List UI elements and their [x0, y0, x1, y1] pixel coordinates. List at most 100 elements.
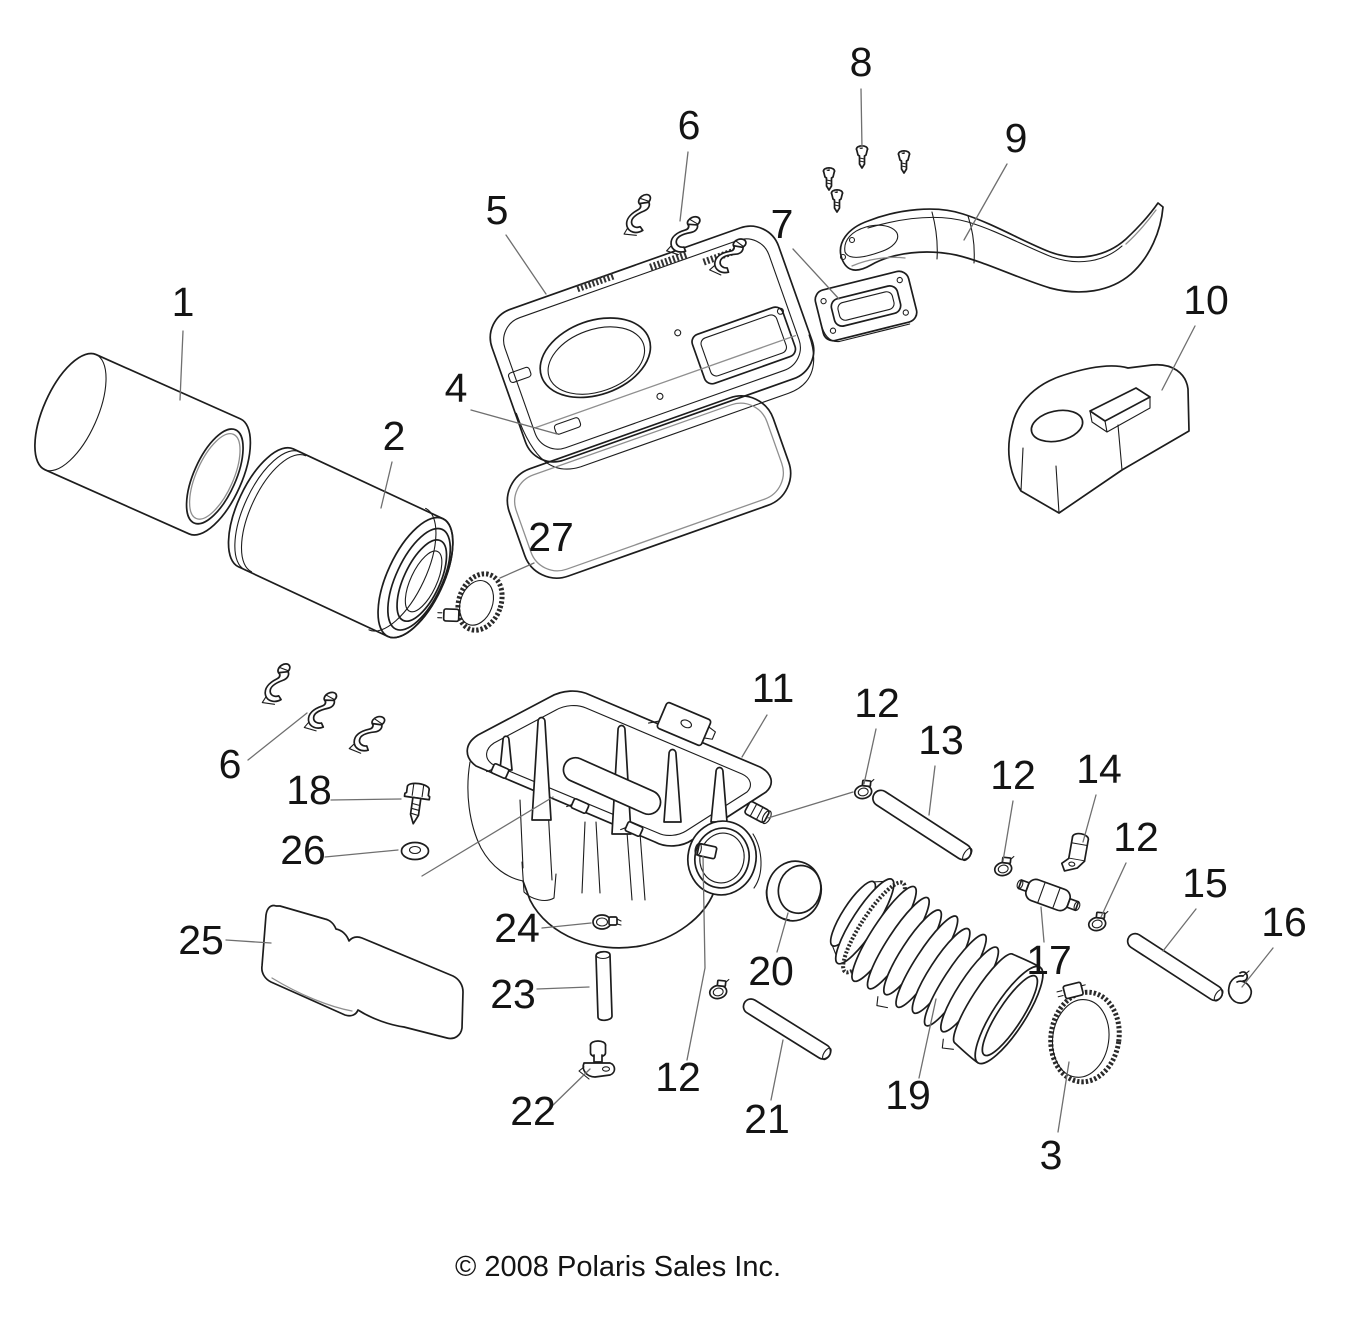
leader-line [918, 998, 937, 1079]
leader-line [179, 330, 184, 401]
leader-line [470, 409, 558, 435]
callout-number: 18 [286, 767, 332, 813]
leader-line [550, 1068, 591, 1108]
callout-number: 12 [655, 1054, 701, 1100]
callout-15: 15 [1162, 860, 1228, 952]
callout-7: 7 [771, 201, 840, 300]
callout-number: 2 [383, 413, 406, 459]
leader-line [1161, 325, 1196, 391]
callout-number: 7 [771, 201, 794, 247]
callout-11: 11 [741, 665, 795, 758]
callout-number: 19 [885, 1072, 931, 1118]
part-foam-pad [261, 904, 464, 1040]
part-box-seal [506, 395, 792, 579]
callout-number: 5 [486, 187, 509, 233]
callout-8: 8 [850, 39, 873, 149]
callout-23: 23 [490, 971, 590, 1017]
callout-5: 5 [486, 187, 547, 295]
leader-line [1100, 862, 1127, 918]
part-intake-boot [829, 878, 1044, 1065]
callout-number: 15 [1182, 860, 1228, 906]
callout-number: 27 [528, 514, 574, 560]
part-hose-15 [1126, 932, 1224, 1002]
part-air-filter [227, 446, 454, 639]
callout-number: 16 [1261, 899, 1307, 945]
callout-6-left: 6 [219, 712, 308, 787]
callout-number: 12 [990, 752, 1036, 798]
callout-number: 10 [1183, 277, 1229, 323]
part-drain-tube-23 [595, 950, 613, 1022]
leader-line [536, 986, 590, 990]
callout-10: 10 [1161, 277, 1229, 391]
leader-line [247, 712, 308, 761]
callout-6-top: 6 [678, 102, 701, 222]
callout-27: 27 [499, 514, 574, 579]
callout-number: 25 [178, 917, 224, 963]
part-clamp-27 [437, 571, 505, 633]
callout-4: 4 [445, 365, 558, 435]
leader-line [1002, 800, 1014, 862]
callout-2: 2 [380, 413, 406, 509]
callout-number: 17 [1026, 937, 1072, 983]
leader-line [499, 562, 535, 579]
callout-26: 26 [280, 827, 399, 873]
callout-number: 8 [850, 39, 873, 85]
leader-line [1241, 947, 1274, 988]
part-washer-26 [400, 841, 430, 861]
part-valve-17 [1016, 878, 1081, 912]
callout-12b: 12 [990, 752, 1036, 862]
callout-3: 3 [1040, 1061, 1070, 1178]
leader-line [776, 912, 789, 953]
leader-line [324, 849, 399, 858]
callout-number: 11 [752, 665, 795, 711]
part-foam-block [1007, 363, 1190, 514]
callouts: 1 2 27 4 5 6 8 9 [172, 39, 1307, 1178]
leader-line [1082, 794, 1097, 843]
callout-number: 6 [678, 102, 701, 148]
callout-number: 6 [219, 741, 242, 787]
callout-18: 18 [286, 767, 402, 813]
callout-number: 22 [510, 1088, 556, 1134]
callout-12a: 12 [854, 680, 900, 785]
leader-line [679, 151, 689, 222]
callout-1: 1 [172, 279, 195, 401]
leader-line [770, 1039, 784, 1101]
callout-13: 13 [918, 717, 964, 816]
part-hose-13 [872, 789, 973, 862]
part-airbox-base [466, 690, 773, 949]
callout-20: 20 [748, 912, 794, 994]
leader-line [1057, 1061, 1070, 1133]
assembly-reference-lines [421, 791, 854, 877]
callout-25: 25 [178, 917, 272, 963]
leader-line [505, 234, 547, 295]
leader-line [860, 88, 863, 149]
callout-number: 26 [280, 827, 326, 873]
leader-line [1162, 908, 1197, 952]
part-hose-21 [742, 998, 832, 1061]
leader-line [541, 922, 592, 929]
callout-9: 9 [963, 115, 1028, 241]
callout-number: 3 [1040, 1132, 1063, 1178]
callout-number: 20 [748, 948, 794, 994]
copyright-text: © 2008 Polaris Sales Inc. [455, 1251, 781, 1283]
callout-24: 24 [494, 905, 592, 951]
leader-line [928, 765, 936, 816]
leader-line [686, 855, 706, 1061]
callout-14: 14 [1076, 746, 1122, 843]
callout-22: 22 [510, 1068, 591, 1134]
callout-21: 21 [744, 1039, 790, 1142]
callout-number: 9 [1005, 115, 1028, 161]
part-fitting-14 [1060, 832, 1090, 872]
callout-17: 17 [1026, 906, 1072, 983]
callout-number: 14 [1076, 746, 1122, 792]
part-fitting-22 [578, 1040, 616, 1080]
callout-number: 4 [445, 365, 468, 411]
part-clamp-3 [1048, 981, 1122, 1085]
callout-number: 23 [490, 971, 536, 1017]
leader-line [963, 163, 1008, 241]
leader-line [330, 798, 402, 801]
callout-number: 1 [172, 279, 195, 325]
